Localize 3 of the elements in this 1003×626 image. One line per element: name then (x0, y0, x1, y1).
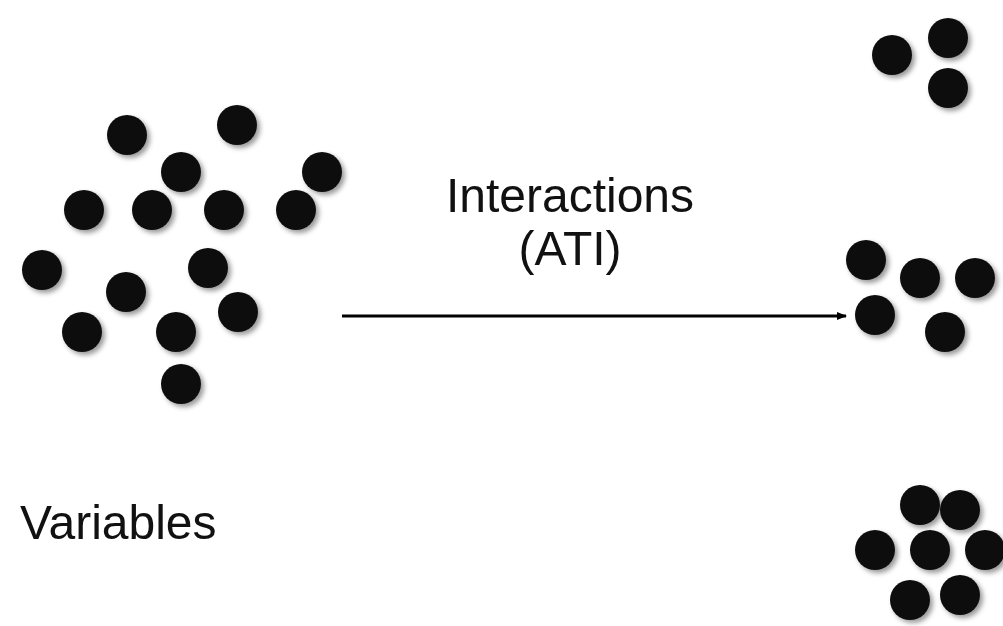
edge-label: Interactions (ATI) (444, 170, 696, 276)
arrow (342, 312, 847, 320)
caption-text: Variables (20, 497, 217, 550)
